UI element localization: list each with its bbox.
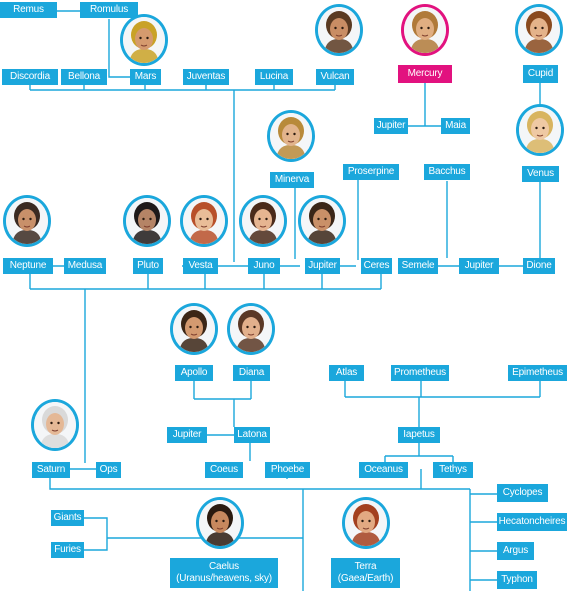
node-bellona: Bellona: [61, 69, 107, 85]
node-bacchus: Bacchus: [424, 164, 470, 180]
node-iapetus: Iapetus: [398, 427, 440, 443]
diana-portrait: [227, 303, 275, 355]
cupid-portrait: [515, 4, 563, 56]
mars-portrait-icon: [123, 17, 165, 63]
node-terra: Terra(Gaea/Earth): [331, 558, 400, 588]
apollo-portrait: [170, 303, 218, 355]
node-jupiter-latona: Jupiter: [167, 427, 207, 443]
caelus-portrait-icon: [199, 500, 241, 546]
mercury-portrait-icon: [404, 7, 446, 53]
node-jupiter-maia: Jupiter: [374, 118, 408, 134]
node-typhon: Typhon: [497, 571, 537, 589]
node-epimetheus: Epimetheus: [508, 365, 567, 381]
vesta-portrait-icon: [183, 198, 225, 244]
caelus-portrait: [196, 497, 244, 549]
node-romulus: Romulus: [80, 2, 138, 18]
node-medusa: Medusa: [64, 258, 106, 274]
node-caelus: Caelus(Uranus/heavens, sky): [170, 558, 278, 588]
node-mercury: Mercury: [398, 65, 452, 83]
node-saturn: Saturn: [32, 462, 70, 478]
vulcan-portrait: [315, 4, 363, 56]
node-lucina: Lucina: [255, 69, 293, 85]
node-prometheus: Prometheus: [391, 365, 449, 381]
node-ceres: Ceres: [361, 258, 392, 274]
node-tethys: Tethys: [433, 462, 473, 478]
node-hecatoncheires: Hecatoncheires: [497, 513, 567, 531]
node-phoebe: Phoebe: [265, 462, 310, 478]
neptune-portrait-icon: [6, 198, 48, 244]
node-vesta: Vesta: [183, 258, 218, 274]
node-minerva: Minerva: [270, 172, 314, 188]
node-cyclopes: Cyclopes: [497, 484, 548, 502]
mercury-portrait: [401, 4, 449, 56]
node-semele: Semele: [398, 258, 438, 274]
node-dione: Dione: [523, 258, 555, 274]
node-diana: Diana: [233, 365, 270, 381]
node-pluto: Pluto: [133, 258, 163, 274]
node-jupiter: Jupiter: [305, 258, 340, 274]
pluto-portrait-icon: [126, 198, 168, 244]
terra-portrait-icon: [345, 500, 387, 546]
vesta-portrait: [180, 195, 228, 247]
minerva-portrait: [267, 110, 315, 162]
node-apollo: Apollo: [175, 365, 213, 381]
node-maia: Maia: [441, 118, 470, 134]
node-vulcan: Vulcan: [316, 69, 354, 85]
minerva-portrait-icon: [270, 113, 312, 159]
node-giants: Giants: [51, 510, 84, 526]
juno-portrait: [239, 195, 287, 247]
node-caelus-line-2: (Uranus/heavens, sky): [176, 573, 272, 584]
node-argus: Argus: [497, 542, 534, 560]
node-coeus: Coeus: [205, 462, 243, 478]
saturn-portrait-icon: [34, 402, 76, 448]
juno-portrait-icon: [242, 198, 284, 244]
node-neptune: Neptune: [3, 258, 53, 274]
node-terra-line-2: (Gaea/Earth): [337, 573, 394, 584]
terra-portrait: [342, 497, 390, 549]
node-latona: Latona: [234, 427, 270, 443]
node-terra-line-1: Terra: [354, 561, 377, 572]
jupiter-portrait: [298, 195, 346, 247]
neptune-portrait: [3, 195, 51, 247]
node-proserpine: Proserpine: [343, 164, 399, 180]
venus-portrait-icon: [519, 107, 561, 153]
node-discordia: Discordia: [2, 69, 58, 85]
node-oceanus: Oceanus: [359, 462, 408, 478]
node-venus: Venus: [522, 166, 559, 182]
node-ops: Ops: [96, 462, 121, 478]
node-juno: Juno: [248, 258, 280, 274]
node-cupid: Cupid: [523, 65, 558, 83]
node-jupiter-semele: Jupiter: [459, 258, 499, 274]
node-furies: Furies: [51, 542, 84, 558]
node-mars: Mars: [130, 69, 161, 85]
jupiter-portrait-icon: [301, 198, 343, 244]
vulcan-portrait-icon: [318, 7, 360, 53]
node-juventas: Juventas: [183, 69, 229, 85]
diana-portrait-icon: [230, 306, 272, 352]
apollo-portrait-icon: [173, 306, 215, 352]
venus-portrait: [516, 104, 564, 156]
mars-portrait: [120, 14, 168, 66]
saturn-portrait: [31, 399, 79, 451]
node-atlas: Atlas: [329, 365, 364, 381]
node-caelus-line-1: Caelus: [209, 561, 239, 572]
node-remus: Remus: [0, 2, 57, 18]
cupid-portrait-icon: [518, 7, 560, 53]
pluto-portrait: [123, 195, 171, 247]
